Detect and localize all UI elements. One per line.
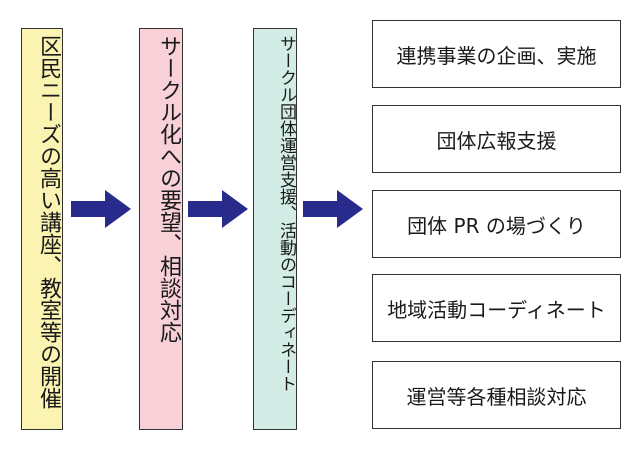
activity-box-1: 連携事業の企画、実施: [372, 20, 621, 88]
arrow-icon-2: [188, 190, 248, 228]
activity-label-5: 運営等各種相談対応: [406, 384, 587, 409]
activity-box-4: 地域活動コーディネート: [372, 274, 621, 342]
stage-text-2: サークル化への要望、相談対応: [156, 35, 181, 343]
stage-box-3: サークル団体運営支援、活動のコーディネート: [253, 28, 297, 430]
activity-box-3: 団体 PR の場づくり: [372, 190, 621, 258]
activity-box-5: 運営等各種相談対応: [372, 361, 621, 429]
arrow-icon-1: [71, 190, 131, 228]
activity-label-2: 団体広報支援: [436, 128, 557, 153]
stage-text-1: 区民ニーズの高い講座、教室等の開催: [36, 35, 61, 409]
stage-box-1: 区民ニーズの高い講座、教室等の開催: [21, 28, 63, 430]
arrow-icon-3: [303, 190, 363, 228]
stage-box-2: サークル化への要望、相談対応: [139, 28, 183, 430]
activity-label-1: 連携事業の企画、実施: [396, 43, 597, 68]
activity-box-2: 団体広報支援: [372, 105, 621, 173]
activity-label-3: 団体 PR の場づくり: [407, 213, 586, 238]
stage-text-3: サークル団体運営支援、活動のコーディネート: [276, 35, 296, 392]
activity-label-4: 地域活動コーディネート: [387, 297, 606, 322]
